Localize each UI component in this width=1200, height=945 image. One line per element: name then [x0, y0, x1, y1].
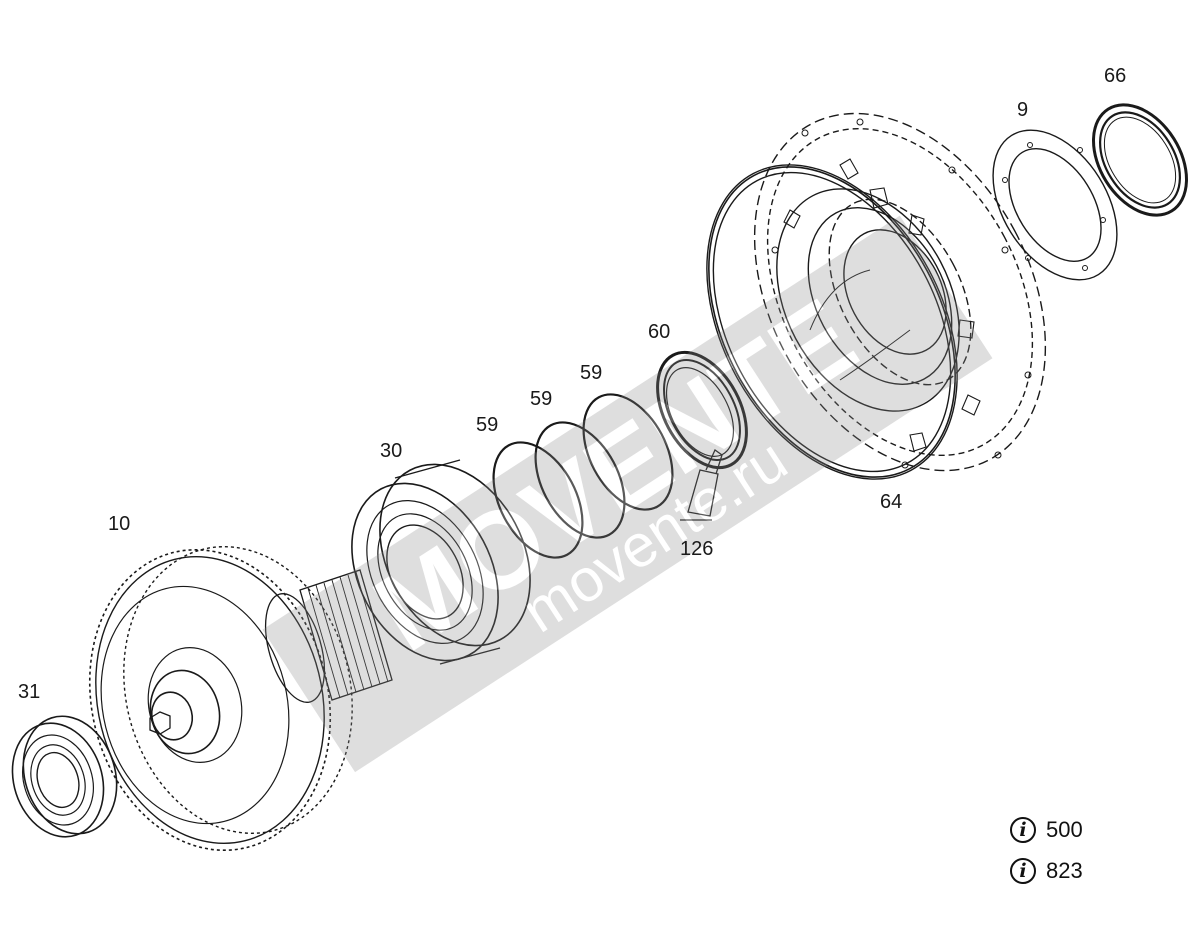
info-ref-823[interactable]: i 823: [1010, 858, 1083, 884]
info-ref-500[interactable]: i 500: [1010, 817, 1083, 843]
callout-59-a: 59: [476, 414, 499, 436]
snap-ring-59-a: [492, 441, 584, 559]
info-ref-value: 823: [1046, 858, 1083, 883]
plate-9: [992, 129, 1118, 281]
callout-60: 60: [648, 321, 671, 343]
snap-ring-59-b: [534, 421, 626, 539]
callout-9: 9: [1017, 99, 1029, 121]
snap-ring-59-c: [582, 393, 674, 511]
seal-66: [1092, 103, 1188, 217]
callout-10: 10: [108, 513, 131, 535]
info-icon: i: [1010, 817, 1036, 843]
o-ring: [708, 166, 956, 478]
info-icon: i: [1010, 858, 1036, 884]
callout-31: 31: [18, 681, 41, 703]
gear-10: [88, 546, 353, 852]
callout-30: 30: [380, 440, 403, 462]
sealant-tube-126: [680, 449, 723, 521]
housing-cover-64: [706, 112, 1047, 480]
callout-64: 64: [880, 491, 903, 513]
bearing-30: [351, 459, 531, 665]
callout-66: 66: [1104, 65, 1127, 87]
callout-59-b: 59: [530, 388, 553, 410]
callout-59-c: 59: [580, 362, 603, 384]
bearing-31: [11, 715, 118, 838]
callout-126: 126: [680, 538, 714, 560]
seal-60: [656, 350, 748, 470]
splined-shaft: [264, 569, 393, 703]
info-ref-value: 500: [1046, 817, 1083, 842]
